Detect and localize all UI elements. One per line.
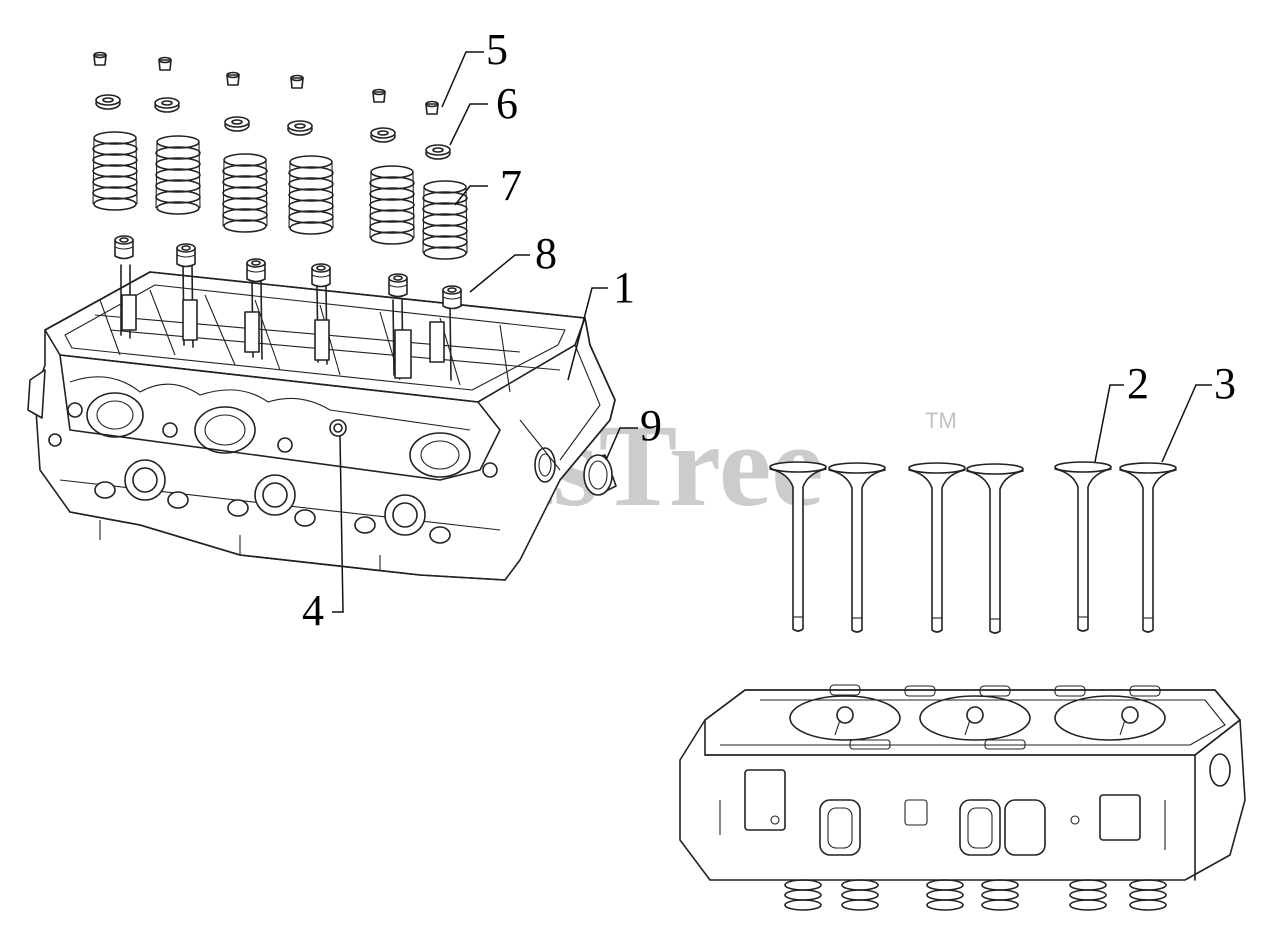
leader-6 [449, 103, 488, 146]
valves [769, 461, 1177, 634]
part-9-cup-plug [583, 454, 617, 496]
leader-4 [332, 435, 344, 613]
watermark-trademark: TM [925, 408, 957, 433]
callout-2: 2 [1127, 359, 1149, 408]
spring-retainers [95, 94, 451, 160]
callout-9: 9 [640, 401, 662, 450]
callout-4: 4 [302, 586, 324, 635]
cylinder-head-assembly-left [27, 264, 616, 581]
callout-5: 5 [486, 25, 508, 74]
leader-7 [454, 185, 488, 206]
callout-3: 3 [1214, 359, 1236, 408]
callout-6: 6 [496, 79, 518, 128]
leader-9 [605, 427, 638, 461]
leader-lines [332, 51, 1212, 613]
leader-8 [469, 254, 530, 293]
part-4-plug [329, 419, 347, 437]
callout-7: 7 [500, 161, 522, 210]
leader-3 [1161, 384, 1212, 463]
callout-1: 1 [613, 263, 635, 312]
callout-8: 8 [535, 229, 557, 278]
valve-keepers [93, 51, 439, 115]
cylinder-head-bottom-view [679, 684, 1246, 911]
leader-2 [1094, 384, 1124, 463]
valve-springs [92, 131, 468, 260]
leader-5 [441, 51, 484, 108]
leader-1 [567, 287, 608, 381]
